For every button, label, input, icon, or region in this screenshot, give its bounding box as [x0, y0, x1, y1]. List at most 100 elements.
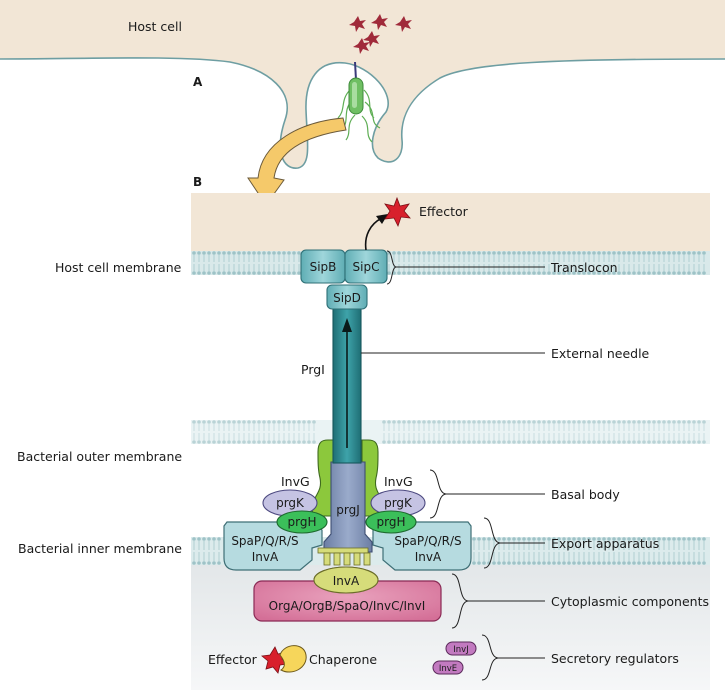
- lipid-head: [462, 440, 466, 444]
- lipid-head: [272, 420, 276, 424]
- lipid-head: [702, 251, 706, 255]
- lipid-head: [577, 440, 581, 444]
- lipid-head: [207, 537, 211, 541]
- lipid-head: [652, 440, 656, 444]
- lipid-head: [662, 537, 666, 541]
- effector-star-icon: [371, 14, 388, 30]
- lipid-head: [207, 561, 211, 565]
- lipid-head: [262, 440, 266, 444]
- export-gate-pegs: [323, 552, 371, 566]
- lipid-head: [287, 271, 291, 275]
- lipid-head: [647, 561, 651, 565]
- lipid-head: [432, 440, 436, 444]
- lipid-head: [457, 440, 461, 444]
- lipid-head: [202, 271, 206, 275]
- lipid-head: [562, 440, 566, 444]
- right-labels: Translocon External needle Basal body Ex…: [550, 260, 709, 666]
- lipid-head: [592, 251, 596, 255]
- prgi-label: PrgI: [301, 362, 325, 377]
- lipid-head: [437, 440, 441, 444]
- lipid-head: [212, 537, 216, 541]
- lipid-head: [542, 271, 546, 275]
- lipid-head: [217, 271, 221, 275]
- lipid-head: [547, 420, 551, 424]
- lipid-head: [397, 271, 401, 275]
- lipid-head: [692, 561, 696, 565]
- lipid-head: [192, 561, 196, 565]
- lipid-head: [517, 271, 521, 275]
- lipid-head: [557, 561, 561, 565]
- lipid-head: [677, 420, 681, 424]
- lipid-head: [422, 440, 426, 444]
- inve-pill: [432, 660, 464, 675]
- lipid-head: [652, 537, 656, 541]
- lipid-head: [642, 251, 646, 255]
- lipid-head: [692, 420, 696, 424]
- lipid-head: [582, 537, 586, 541]
- lipid-head: [607, 561, 611, 565]
- lipid-head: [587, 420, 591, 424]
- lipid-head: [447, 420, 451, 424]
- lipid-head: [202, 251, 206, 255]
- cytoplasmic-components-label: Cytoplasmic components: [551, 594, 709, 609]
- lipid-head: [267, 271, 271, 275]
- lipid-head: [527, 271, 531, 275]
- lipid-head: [587, 440, 591, 444]
- lipid-head: [612, 420, 616, 424]
- lipid-head: [532, 420, 536, 424]
- panel-b-letter: B: [193, 175, 202, 189]
- effector-star-top-icon: [384, 196, 411, 228]
- lipid-head: [587, 561, 591, 565]
- lipid-head: [477, 561, 481, 565]
- lipid-head: [527, 561, 531, 565]
- lipid-head: [697, 271, 701, 275]
- lipid-head: [687, 420, 691, 424]
- lipid-head: [617, 271, 621, 275]
- lipid-head: [387, 271, 391, 275]
- lipid-head: [462, 251, 466, 255]
- invj-pill: [445, 641, 477, 656]
- lipid-head: [622, 420, 626, 424]
- lipid-head: [482, 440, 486, 444]
- lipid-head: [597, 537, 601, 541]
- sipb-label: SipB: [310, 260, 337, 274]
- lipid-head: [247, 271, 251, 275]
- lipid-head: [632, 561, 636, 565]
- lipid-head: [287, 420, 291, 424]
- lipid-head: [292, 271, 296, 275]
- outer-membrane-label: Bacterial outer membrane: [17, 449, 182, 464]
- lipid-head: [237, 251, 241, 255]
- lipid-head: [697, 251, 701, 255]
- secretory-regulators-label: Secretory regulators: [551, 651, 679, 666]
- lipid-head: [417, 271, 421, 275]
- lipid-head: [492, 440, 496, 444]
- lipid-head: [572, 420, 576, 424]
- lipid-head: [582, 271, 586, 275]
- lipid-head: [577, 271, 581, 275]
- lipid-head: [197, 561, 201, 565]
- lipid-head: [597, 420, 601, 424]
- lipid-head: [402, 420, 406, 424]
- lipid-head: [622, 440, 626, 444]
- lipid-head: [672, 251, 676, 255]
- lipid-head: [227, 271, 231, 275]
- inve-label: InvE: [439, 664, 457, 674]
- lipid-head: [222, 251, 226, 255]
- lipid-head: [547, 561, 551, 565]
- lipid-head: [477, 420, 481, 424]
- lipid-head: [597, 271, 601, 275]
- effector-release-arrowhead-icon: [376, 214, 388, 224]
- lipid-head: [487, 420, 491, 424]
- lipid-head: [627, 537, 631, 541]
- cytoplasmic-box-label: OrgA/OrgB/SpaO/InvC/InvI: [269, 599, 426, 613]
- lipid-head: [307, 440, 311, 444]
- effector-top-label: Effector: [419, 204, 469, 219]
- lipid-head: [242, 271, 246, 275]
- lipid-head: [597, 440, 601, 444]
- basal-body-bracket: [429, 469, 447, 519]
- lipid-head: [552, 440, 556, 444]
- lipid-head: [657, 420, 661, 424]
- lipid-head: [607, 251, 611, 255]
- lipid-head: [507, 420, 511, 424]
